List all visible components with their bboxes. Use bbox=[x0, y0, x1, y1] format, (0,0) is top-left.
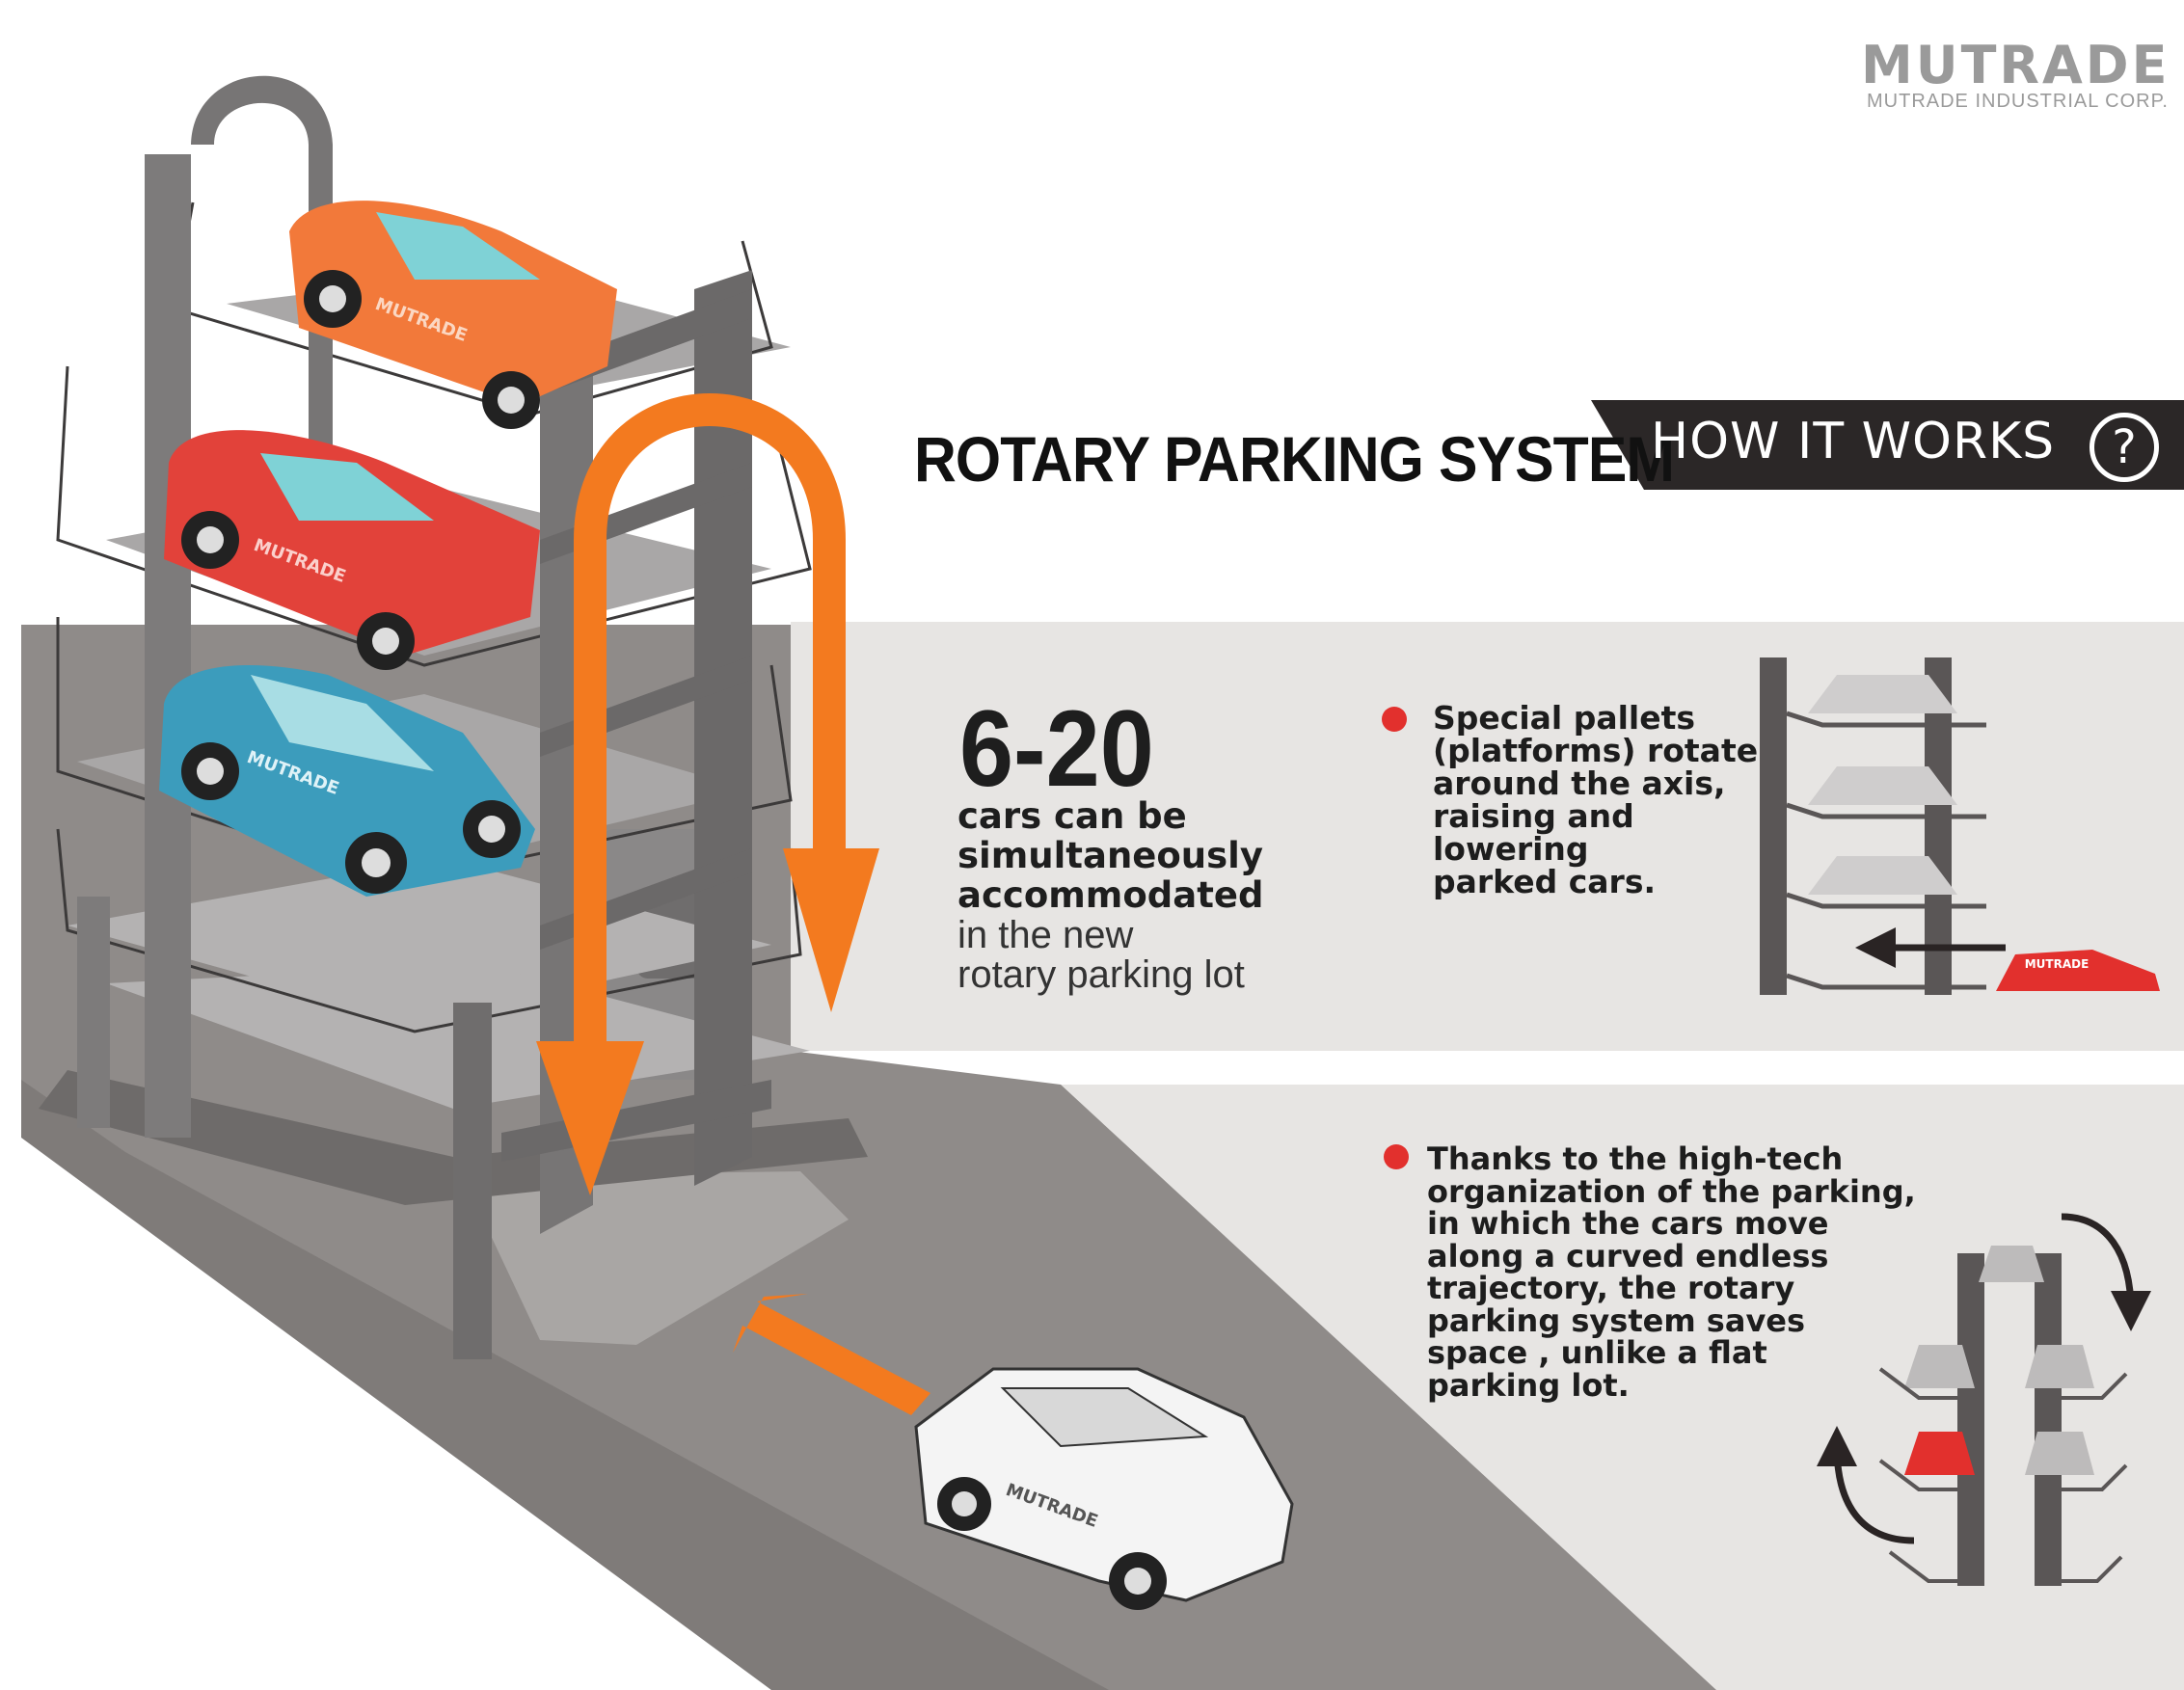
rotation-arrow-icon bbox=[574, 393, 846, 1099]
capacity-text-line: accommodated bbox=[957, 874, 1264, 916]
capacity-text-line: cars can be bbox=[957, 795, 1187, 837]
car-red bbox=[164, 430, 540, 670]
bullet-dot-icon bbox=[1382, 707, 1407, 732]
diagram-car-livery: MUTRADE bbox=[2025, 957, 2090, 971]
diagram-arrow-up-icon bbox=[1817, 1426, 1915, 1544]
rotation-arrow-head-left bbox=[536, 1041, 644, 1195]
car-blue bbox=[159, 665, 535, 897]
brand-logo: MUTRADE MUTRADE INDUSTRIAL CORP. bbox=[1861, 35, 2168, 121]
diagram-arrow-down-icon bbox=[2061, 1213, 2151, 1331]
bullet-dot-icon bbox=[1384, 1144, 1409, 1169]
car-white bbox=[914, 1367, 1294, 1610]
how-it-works-badge bbox=[1591, 400, 2184, 490]
help-circle-icon: ? bbox=[2090, 413, 2159, 482]
capacity-text-line: simultaneously bbox=[957, 835, 1263, 876]
capacity-text-line: rotary parking lot bbox=[957, 953, 1245, 996]
left-frame bbox=[77, 75, 492, 1359]
capacity-text-line: in the new bbox=[957, 914, 1134, 956]
brand-name: MUTRADE bbox=[1861, 35, 2171, 95]
car-orange bbox=[289, 201, 617, 429]
rotation-arrow-head-down bbox=[783, 848, 879, 1012]
how-it-works-label: HOW IT WORKS bbox=[1651, 413, 2056, 470]
diagram-rotary bbox=[1878, 1246, 2128, 1586]
entry-arrow-icon bbox=[733, 1294, 930, 1415]
fact-trajectory: Thanks to the high-tech organization of … bbox=[1427, 1140, 1916, 1404]
page-title: ROTARY PARKING SYSTEM bbox=[914, 423, 1675, 495]
structure-base bbox=[39, 1070, 868, 1205]
brand-subtitle: MUTRADE INDUSTRIAL CORP. bbox=[1867, 91, 2169, 112]
fact-pallets: Special pallets (platforms) rotate aroun… bbox=[1433, 699, 1759, 900]
capacity-range: 6-20 bbox=[959, 688, 1154, 809]
diagram-shelves bbox=[1760, 657, 2160, 995]
upper-panel bbox=[791, 622, 2184, 1051]
